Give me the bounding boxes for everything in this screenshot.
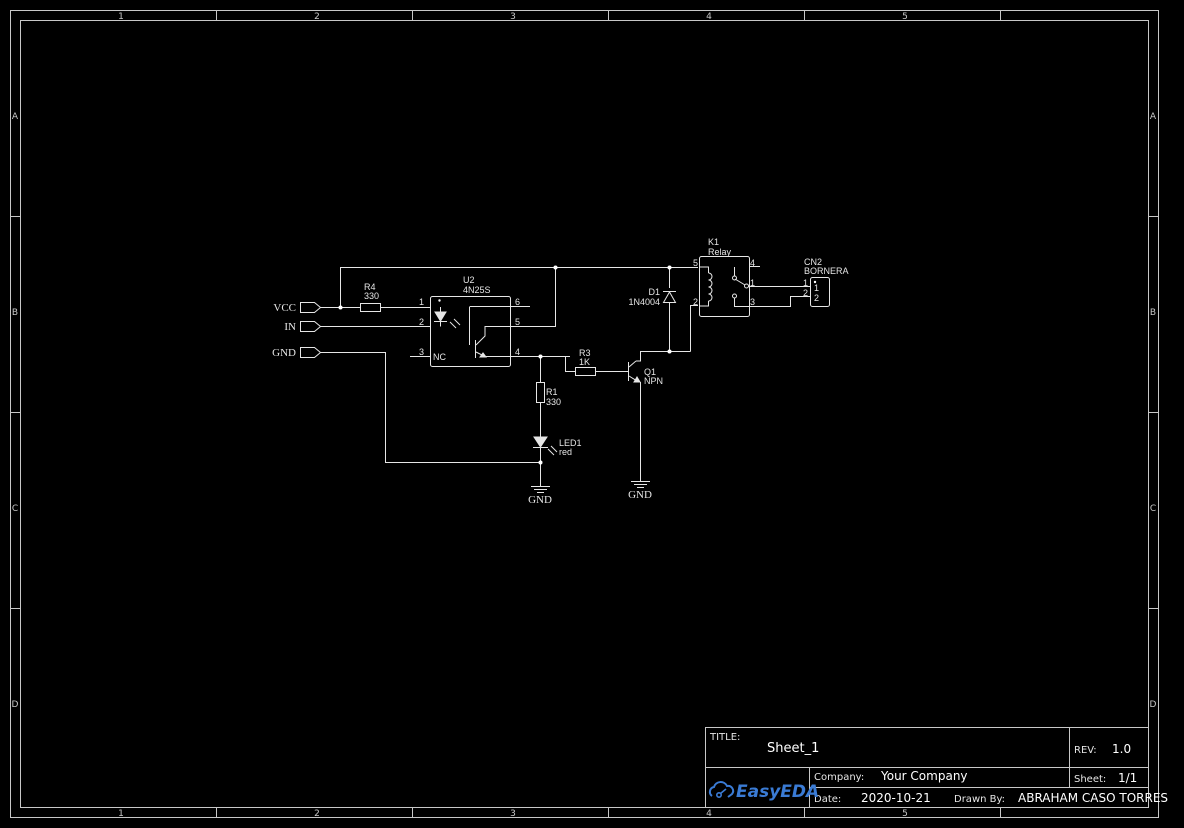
component-value: Relay (708, 247, 732, 257)
component-value: 330 (364, 291, 379, 301)
row-label: C (1150, 504, 1156, 514)
pin-number: 2 (814, 293, 819, 303)
logo-text: EasyEDA (736, 782, 819, 802)
sheet-label: Sheet: (1074, 774, 1106, 785)
led-led1[interactable]: LED1 red (533, 436, 582, 457)
col-label: 3 (510, 809, 516, 819)
resistor-r3[interactable]: R3 1K (575, 348, 596, 376)
net-port-vcc[interactable]: VCC (273, 302, 322, 314)
row-label: D (12, 700, 19, 710)
col-label: 5 (902, 809, 908, 819)
cloud-icon (708, 781, 735, 798)
col-label: 2 (314, 12, 320, 22)
net-port-label: VCC (273, 302, 296, 314)
component-ref: LED1 (559, 438, 582, 448)
component-ref: K1 (708, 237, 719, 247)
pin-number: 1 (419, 297, 424, 307)
pin-number: 2 (419, 317, 424, 327)
net-port-in[interactable]: IN (284, 321, 322, 333)
row-label: C (12, 504, 18, 514)
pin-number: 5 (515, 317, 520, 327)
transistor-q1[interactable]: Q1 NPN (628, 360, 664, 386)
component-value: NPN (644, 376, 663, 386)
sheet-title: Sheet_1 (767, 741, 819, 756)
title-block: TITLE: Sheet_1 REV: 1.0 Company: Your Co… (705, 727, 1168, 808)
col-label: 1 (118, 809, 124, 819)
date-label: Date: (814, 794, 841, 805)
pin-number: 4 (515, 347, 520, 357)
junctions (338, 265, 672, 465)
net-port-label: GND (272, 347, 296, 359)
component-ref: CN2 (804, 257, 822, 267)
component-value: BORNERA (804, 266, 849, 276)
component-value: 1K (579, 357, 590, 367)
component-ref: R1 (546, 387, 558, 397)
title-label: TITLE: (709, 732, 740, 743)
date-value: 2020-10-21 (861, 791, 931, 805)
pin-number: 1 (814, 283, 819, 293)
pin-number: 4 (750, 258, 755, 268)
component-ref: R4 (364, 282, 376, 292)
component-value: red (559, 447, 572, 457)
drawn-by-label: Drawn By: (954, 794, 1005, 805)
component-ref: R3 (579, 348, 591, 358)
pin-number: 2 (803, 288, 808, 298)
resistor-r1[interactable]: R1 330 (536, 382, 562, 408)
sheet-value: 1/1 (1118, 771, 1137, 785)
component-ref: U2 (463, 275, 475, 285)
component-value: 1N4004 (628, 297, 660, 307)
rev-value: 1.0 (1112, 742, 1131, 756)
nc-label: NC (433, 352, 446, 362)
row-label: A (1150, 112, 1157, 122)
drawn-by-value: ABRAHAM CASO TORRES (1018, 791, 1168, 805)
pin-number: 1 (750, 278, 755, 288)
col-label: 1 (118, 12, 124, 22)
rev-label: REV: (1074, 745, 1097, 756)
pin-number: 3 (750, 297, 755, 307)
ground-symbol: GND (628, 481, 652, 501)
ground-label: GND (628, 489, 652, 501)
easyeda-logo: EasyEDA (708, 781, 819, 802)
row-label: B (1150, 308, 1156, 318)
col-label: 4 (706, 809, 712, 819)
net-port-gnd[interactable]: GND (272, 347, 322, 359)
diode-d1[interactable]: D1 1N4004 (628, 287, 677, 307)
ground-symbol: GND (528, 486, 552, 506)
col-label: 3 (510, 12, 516, 22)
col-label: 2 (314, 809, 320, 819)
pin-number: 1 (803, 278, 808, 288)
net-port-label: IN (284, 321, 296, 333)
col-label: 5 (902, 12, 908, 22)
component-value: 330 (546, 397, 561, 407)
component-value: 4N25S (463, 285, 491, 295)
ground-label: GND (528, 494, 552, 506)
optocoupler-u2[interactable]: U2 4N25S 1 2 3 4 5 6 NC (419, 275, 520, 367)
company-label: Company: (814, 772, 864, 783)
row-label: A (12, 112, 19, 122)
connector-cn2[interactable]: CN2 BORNERA 1 2 1 2 (803, 257, 849, 307)
col-label: 4 (706, 12, 712, 22)
relay-k1[interactable]: K1 Relay 5 4 1 2 3 (693, 237, 760, 317)
wires (320, 266, 810, 486)
pin-number: 5 (693, 258, 698, 268)
pin-number: 3 (419, 347, 424, 357)
company-value: Your Company (880, 769, 968, 783)
row-label: B (12, 308, 18, 318)
component-ref: D1 (648, 287, 660, 297)
resistor-r4[interactable]: R4 330 (360, 282, 381, 312)
sheet-frame: 1 2 3 4 5 1 2 3 4 5 A B C D A B C D (10, 10, 1159, 819)
component-ref: Q1 (644, 367, 656, 377)
pin-number: 2 (693, 297, 698, 307)
row-label: D (1150, 700, 1157, 710)
pin-number: 6 (515, 297, 520, 307)
